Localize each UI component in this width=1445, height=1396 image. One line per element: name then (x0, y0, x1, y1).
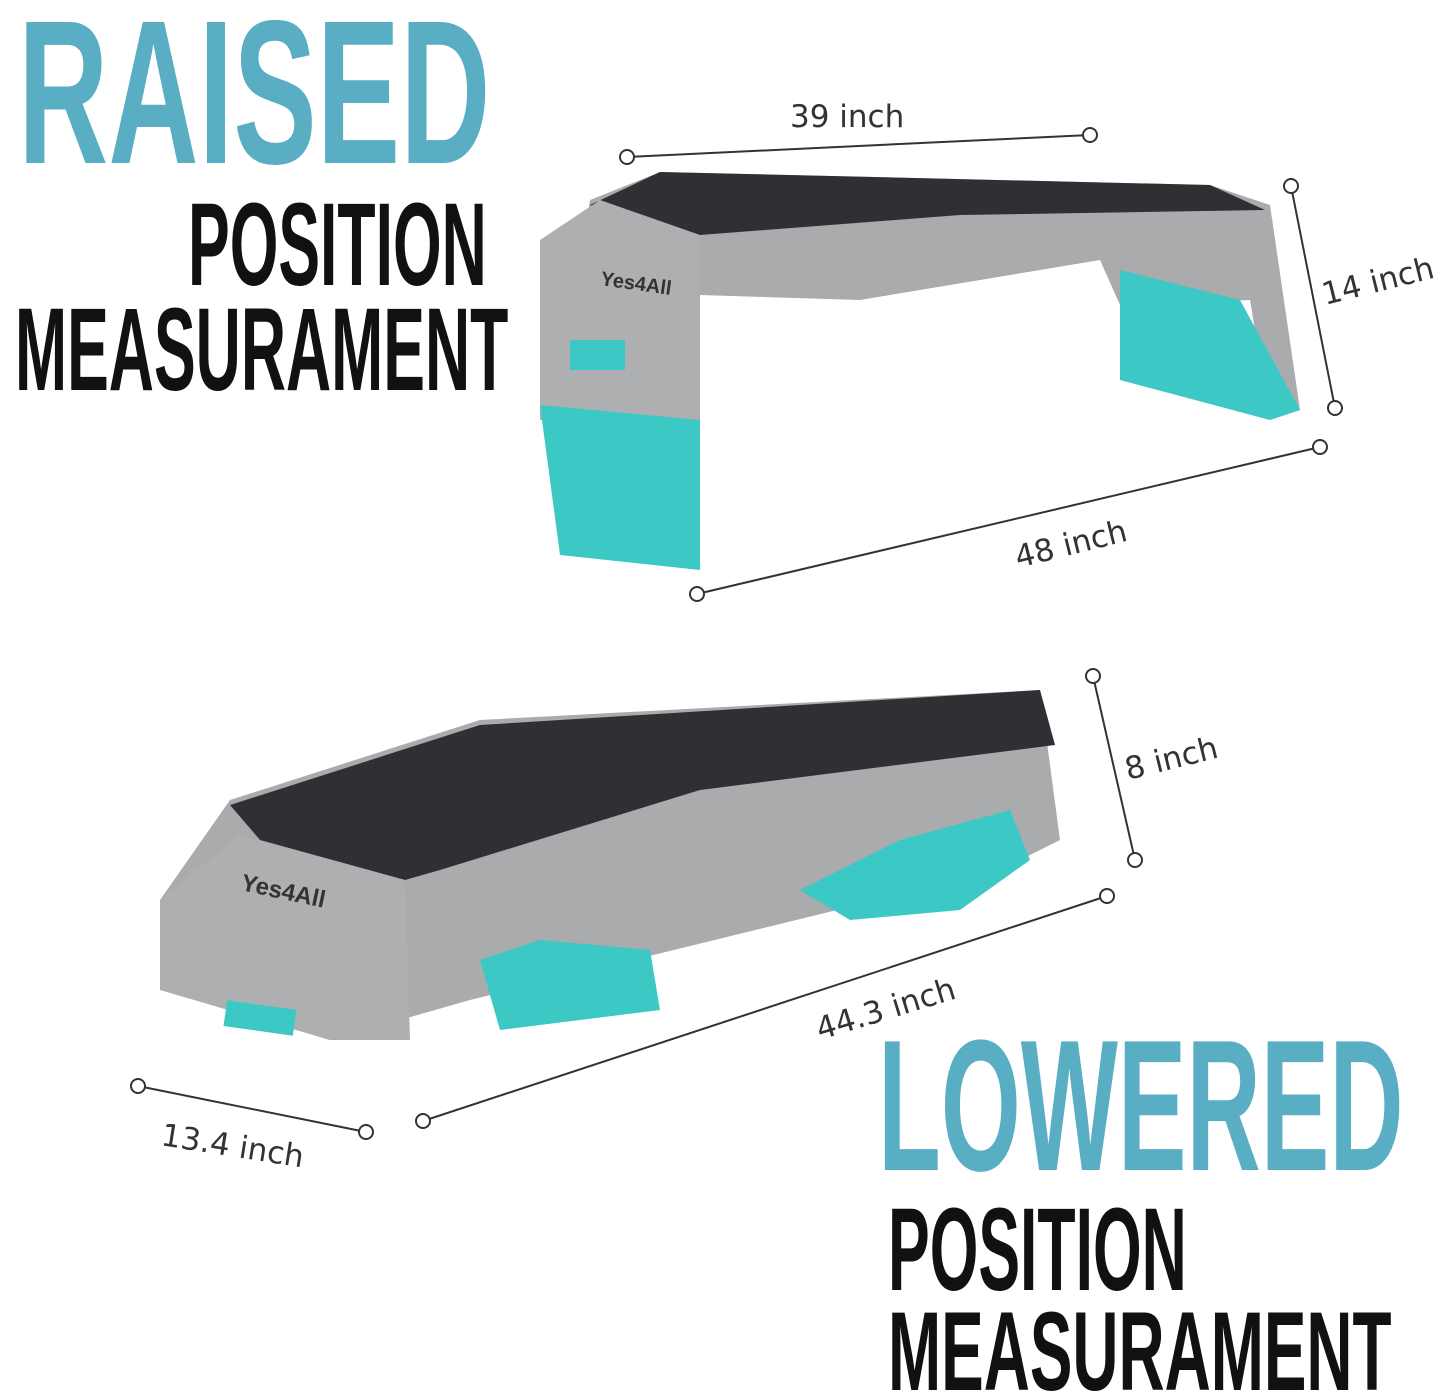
raised-step-image: Yes4All (540, 172, 1300, 570)
lowered-subtitle-measurament: MEASURAMENT (888, 1289, 1392, 1396)
raised-top-length-label: 39 inch (790, 99, 904, 135)
raised-title: RAISED (18, 0, 490, 206)
raised-subtitle-position: POSITION (188, 180, 487, 311)
raised-bottom-length-label: 48 inch (1011, 513, 1131, 576)
raised-subtitle-measurament: MEASURAMENT (15, 285, 508, 416)
lowered-height-label: 8 inch (1121, 730, 1221, 788)
raised-height-label: 14 inch (1318, 250, 1438, 313)
lowered-subtitle-position: POSITION (888, 1185, 1187, 1316)
lowered-title: LOWERED (878, 1000, 1404, 1209)
lowered-step-image: Yes4All (160, 690, 1060, 1040)
lowered-width-label: 13.4 inch (159, 1117, 307, 1175)
